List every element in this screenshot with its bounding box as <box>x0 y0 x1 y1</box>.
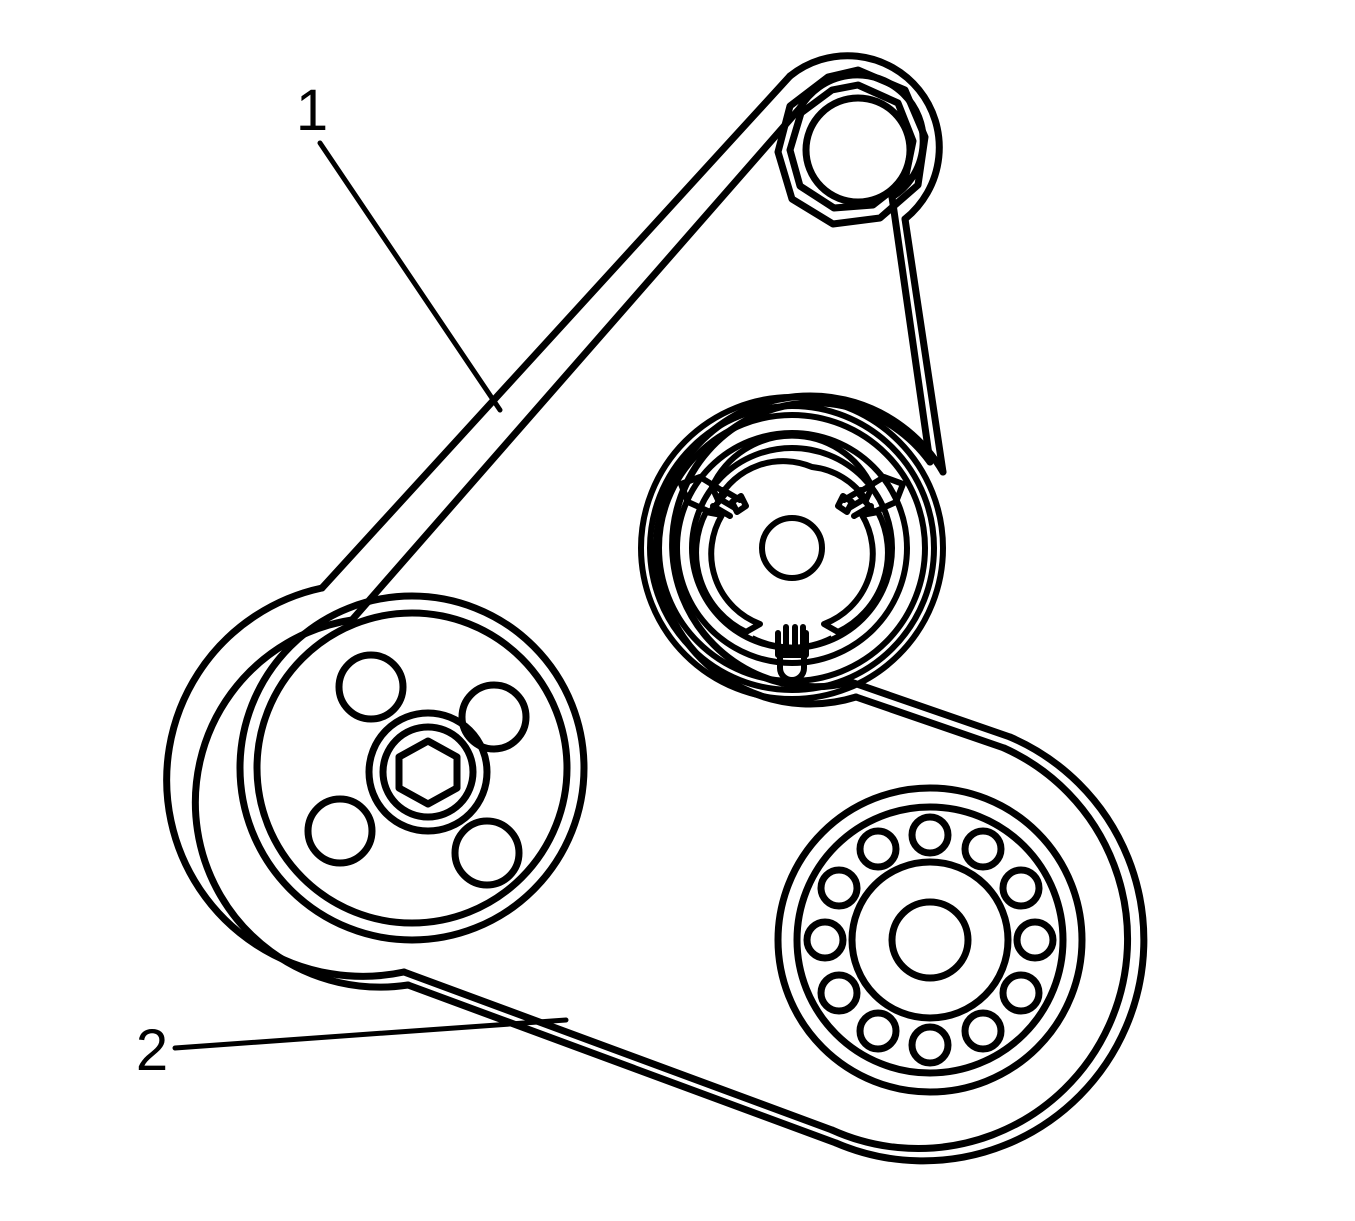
tensioner-hub-bore <box>759 515 825 581</box>
callout-2: 2 <box>136 1017 569 1083</box>
belt-run-tensioner-to-generator <box>852 693 1008 752</box>
crankshaft-balancer-pulley <box>236 592 588 944</box>
belt-run-generator-to-crank <box>400 968 836 1134</box>
callout-2-leader-line <box>172 1017 569 1051</box>
generator-pulley-hub-bore <box>888 898 972 982</box>
generator-pulley-hole <box>856 1009 900 1053</box>
callout-1: 1 <box>296 78 503 413</box>
generator-pulley-flange <box>774 784 1086 1096</box>
crank-pulley-bolt-hole <box>335 651 407 723</box>
tensioner-clip-upper-right <box>835 474 906 519</box>
belt-run-crank-to-idler <box>318 72 794 592</box>
generator-pulley-hole <box>1013 918 1057 962</box>
crank-pulley-bolt-hole <box>458 681 530 753</box>
belt-run-idler-to-tensioner <box>901 215 947 476</box>
belt-wrap-crank-outer <box>163 584 408 980</box>
generator-pulley-face <box>793 803 1067 1077</box>
crank-pulley-hub-outer <box>365 709 491 835</box>
tensioner-ring-2 <box>647 403 937 693</box>
generator-pulley-hole <box>908 1023 952 1067</box>
crank-pulley-rim-inner <box>253 609 571 927</box>
idler-pulley-top <box>774 66 929 228</box>
belt-wrap-generator-outer <box>828 744 1131 1152</box>
tensioner-clip-upper-left <box>678 474 749 519</box>
belt-run-tensioner-to-generator-inner <box>847 678 1014 741</box>
generator-pulley-hole <box>961 827 1005 871</box>
belt-run-generator-to-crank-inner <box>404 981 840 1147</box>
crank-pulley-rim-outer <box>236 592 588 944</box>
generator-pulley-hole <box>803 918 847 962</box>
idler-pulley-ring-outer <box>774 66 929 228</box>
tensioner-ring-1 <box>638 394 946 702</box>
callout-2-label: 2 <box>136 1018 168 1083</box>
belt-run-idler-to-tensioner-inner <box>888 193 934 466</box>
generator-pulley-hole <box>817 971 861 1015</box>
tensioner-arm-lower <box>693 509 763 635</box>
generator-pulley-hole <box>856 827 900 871</box>
generator-pulley-hole <box>817 866 861 910</box>
belt-wrap-crank-inner <box>191 616 412 991</box>
crank-pulley-bolt-hole <box>451 817 523 889</box>
tensioner-arm-lower-right <box>821 509 891 635</box>
generator-pulley-hole <box>908 813 952 857</box>
tensioner-clip-bottom <box>775 624 809 683</box>
crank-pulley-bolt-hole <box>304 795 376 867</box>
belt-run-crank-to-idler-inner <box>348 104 804 624</box>
crank-pulley-hub-inner <box>379 723 477 821</box>
generator-pulley-hole <box>999 971 1043 1015</box>
generator-pulley-inner-ring <box>848 858 1012 1022</box>
callout-1-label: 1 <box>296 78 328 143</box>
crank-pulley-hex-bolt <box>395 737 461 808</box>
belt-wrap-generator-inner <box>832 733 1148 1165</box>
callout-1-leader-line <box>317 140 503 413</box>
generator-pulley-hole <box>999 866 1043 910</box>
generator-pulley-hole-ring <box>803 813 1057 1067</box>
generator-pulley-hole <box>961 1009 1005 1053</box>
belt-tensioner-pulley <box>638 394 946 702</box>
belt-wrap-idler-outer <box>786 52 943 223</box>
generator-pulley <box>774 784 1086 1096</box>
idler-pulley-bore <box>802 94 914 206</box>
